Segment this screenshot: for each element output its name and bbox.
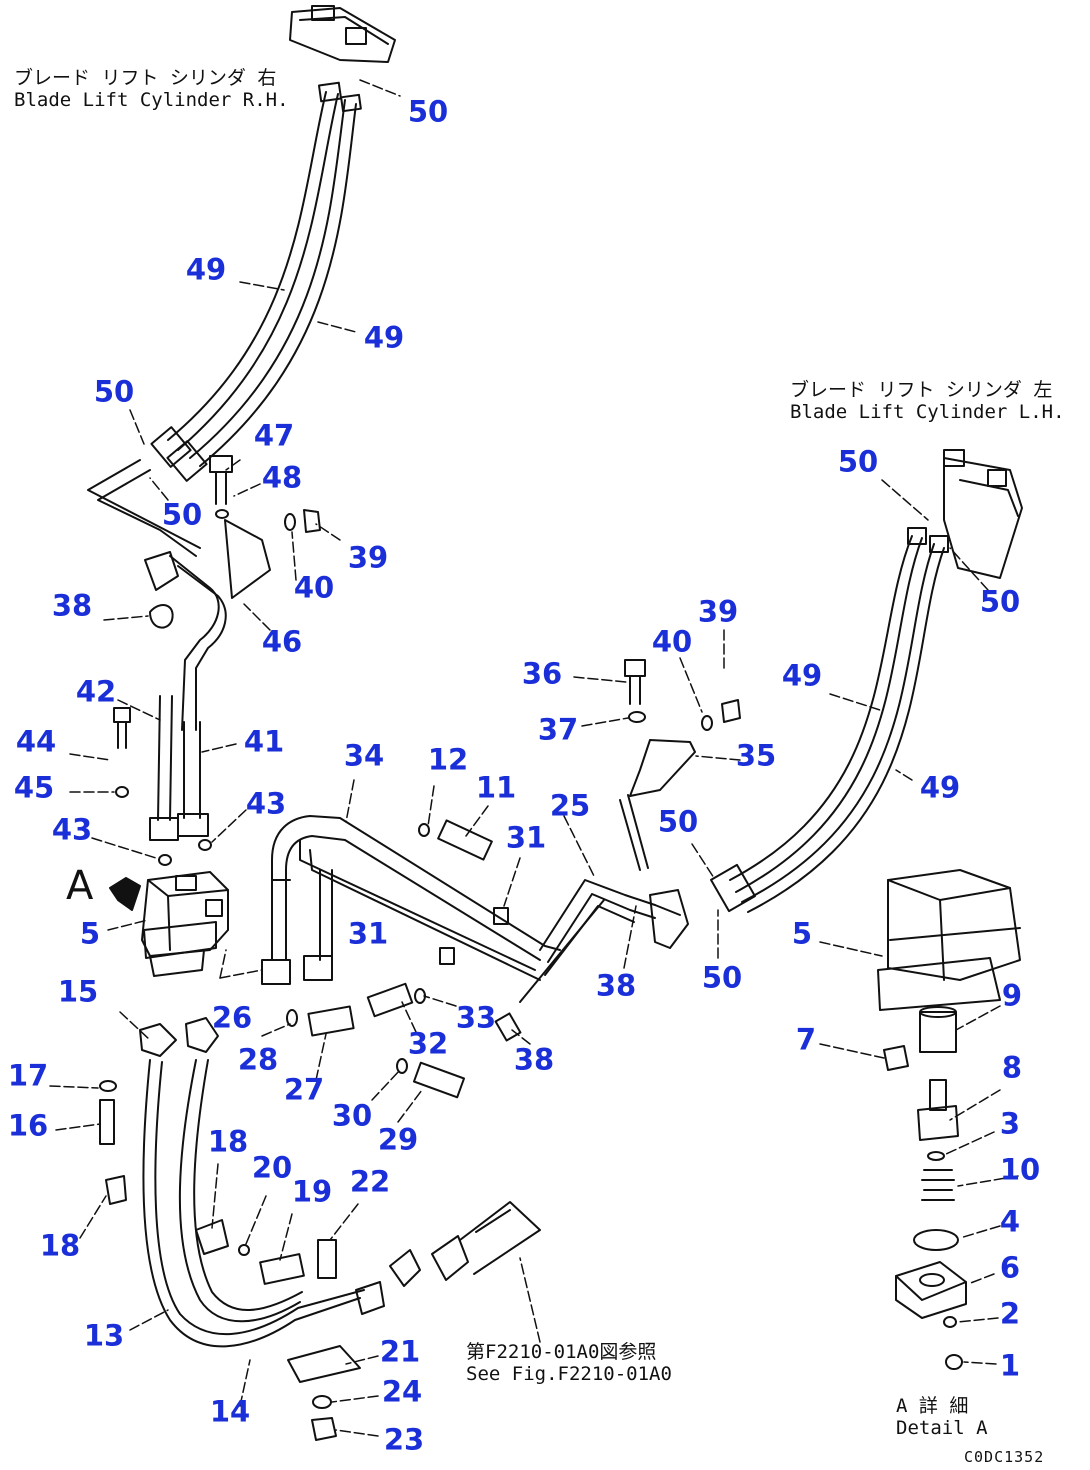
callout-36: 36 — [521, 656, 563, 691]
callout-32: 32 — [407, 1026, 449, 1061]
callout-31: 31 — [505, 820, 547, 855]
callout-8: 8 — [1001, 1050, 1023, 1085]
callout-21: 21 — [379, 1334, 421, 1369]
callout-50: 50 — [837, 444, 879, 479]
callout-29: 29 — [377, 1122, 419, 1157]
callout-10: 10 — [999, 1152, 1041, 1187]
callout-19: 19 — [291, 1174, 333, 1209]
note-rh-cylinder-en: Blade Lift Cylinder R.H. — [14, 88, 289, 111]
callout-5: 5 — [791, 916, 813, 951]
callout-17: 17 — [7, 1058, 49, 1093]
rh-hoses — [150, 81, 362, 482]
callout-28: 28 — [237, 1042, 279, 1077]
callout-50: 50 — [93, 374, 135, 409]
note-see-fig-en: See Fig.F2210-01A0 — [466, 1362, 672, 1385]
tube-25 — [494, 794, 689, 1042]
lh-hoses — [710, 527, 949, 913]
rh-cylinder-end — [289, 5, 396, 63]
callout-3: 3 — [999, 1106, 1021, 1141]
note-see-fig-jp: 第F2210-01A0図参照 — [466, 1341, 657, 1363]
callout-5: 5 — [79, 916, 101, 951]
note-detail-a: A 詳 細 Detail A — [896, 1395, 988, 1440]
callout-15: 15 — [57, 974, 99, 1009]
callout-38: 38 — [51, 588, 93, 623]
callout-30: 30 — [331, 1098, 373, 1133]
callout-49: 49 — [781, 658, 823, 693]
callout-18: 18 — [207, 1124, 249, 1159]
callout-38: 38 — [595, 968, 637, 1003]
callout-50: 50 — [161, 497, 203, 532]
callout-35: 35 — [735, 738, 777, 773]
drawing-number: C0DC1352 — [964, 1448, 1045, 1466]
callout-9: 9 — [1001, 978, 1023, 1013]
callout-48: 48 — [261, 460, 303, 495]
callout-14: 14 — [209, 1394, 251, 1429]
callout-50: 50 — [407, 94, 449, 129]
left-fasteners — [113, 455, 321, 866]
view-letter-a: A — [66, 863, 94, 909]
hose-see-fig — [389, 1201, 541, 1287]
lower-fasteners — [99, 819, 493, 1441]
left-upper-tubes — [87, 459, 271, 841]
lower-tubes — [139, 1017, 385, 1348]
note-detail-a-en: Detail A — [896, 1416, 988, 1439]
callout-7: 7 — [795, 1022, 817, 1057]
callout-42: 42 — [75, 674, 117, 709]
callout-39: 39 — [347, 540, 389, 575]
center-tubes — [261, 815, 561, 985]
note-lh-cylinder: ブレード リフト シリンダ 左 Blade Lift Cylinder L.H. — [790, 379, 1065, 424]
callout-2: 2 — [999, 1296, 1021, 1331]
callout-23: 23 — [383, 1422, 425, 1457]
callout-34: 34 — [343, 738, 385, 773]
valve-block-left — [141, 871, 229, 977]
note-detail-a-jp: A 詳 細 — [896, 1395, 969, 1417]
callout-40: 40 — [651, 624, 693, 659]
note-rh-cylinder-jp: ブレード リフト シリンダ 右 — [14, 67, 277, 89]
callout-4: 4 — [999, 1204, 1021, 1239]
callout-43: 43 — [51, 812, 93, 847]
callout-11: 11 — [475, 770, 517, 805]
callout-12: 12 — [427, 742, 469, 777]
note-rh-cylinder: ブレード リフト シリンダ 右 Blade Lift Cylinder R.H. — [14, 67, 289, 112]
callout-13: 13 — [83, 1318, 125, 1353]
callout-1: 1 — [999, 1348, 1021, 1383]
detail-a-parts — [877, 869, 1021, 1370]
callout-27: 27 — [283, 1072, 325, 1107]
callout-50: 50 — [979, 584, 1021, 619]
lh-cylinder-end — [943, 449, 1023, 579]
callout-20: 20 — [251, 1150, 293, 1185]
callout-31: 31 — [347, 916, 389, 951]
callout-39: 39 — [697, 594, 739, 629]
callout-49: 49 — [919, 770, 961, 805]
callout-41: 41 — [243, 724, 285, 759]
callout-40: 40 — [293, 570, 335, 605]
callout-43: 43 — [245, 786, 287, 821]
callout-22: 22 — [349, 1164, 391, 1199]
note-lh-cylinder-jp: ブレード リフト シリンダ 左 — [790, 379, 1053, 401]
callout-25: 25 — [549, 788, 591, 823]
callout-49: 49 — [185, 252, 227, 287]
callout-47: 47 — [253, 418, 295, 453]
callout-44: 44 — [15, 724, 57, 759]
view-a-arrow — [109, 877, 141, 911]
callout-26: 26 — [211, 1000, 253, 1035]
callout-18: 18 — [39, 1228, 81, 1263]
callout-46: 46 — [261, 624, 303, 659]
callout-6: 6 — [999, 1250, 1021, 1285]
callout-50: 50 — [657, 804, 699, 839]
callout-38: 38 — [513, 1042, 555, 1077]
callout-24: 24 — [381, 1374, 423, 1409]
bracket-35 — [624, 659, 741, 797]
callout-16: 16 — [7, 1108, 49, 1143]
callout-37: 37 — [537, 712, 579, 747]
callout-49: 49 — [363, 320, 405, 355]
callout-45: 45 — [13, 770, 55, 805]
callout-33: 33 — [455, 1000, 497, 1035]
note-see-fig: 第F2210-01A0図参照 See Fig.F2210-01A0 — [466, 1341, 672, 1386]
note-lh-cylinder-en: Blade Lift Cylinder L.H. — [790, 400, 1065, 423]
callout-50: 50 — [701, 960, 743, 995]
leader-lines — [49, 79, 1019, 1437]
